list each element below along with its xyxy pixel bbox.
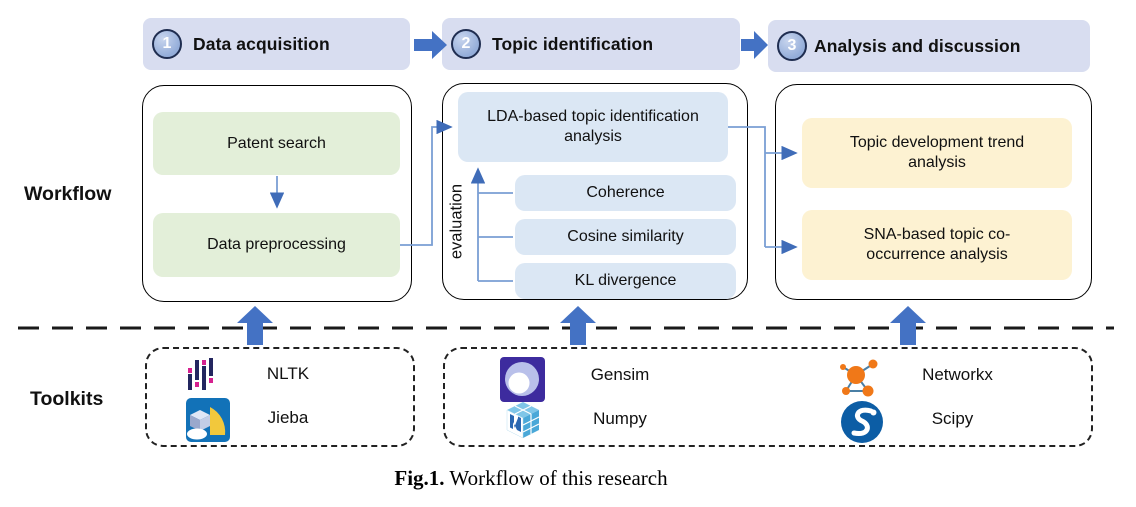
phase-label: Topic identification — [492, 33, 654, 54]
toolkits-row-label: Toolkits — [30, 388, 104, 410]
toolkit-arrow-up-3-icon — [890, 306, 926, 345]
step-cosine-similarity: Cosine similarity — [515, 219, 736, 255]
phase-number: 2 — [461, 35, 471, 52]
figure-caption-tag: Fig.1. — [394, 466, 445, 490]
phase-number: 1 — [162, 35, 172, 52]
step-patent-search: Patent search — [153, 112, 400, 175]
toolkit-arrow-up-1-icon — [237, 306, 273, 345]
step-sna-cooccurrence-analysis: SNA-based topic co-occurrence analysis — [802, 210, 1072, 280]
phase-label: Data acquisition — [193, 33, 330, 54]
gensim-icon — [500, 357, 545, 402]
step-label: KL divergence — [574, 272, 677, 289]
phase-pill-data-acquisition: 1 Data acquisition — [143, 18, 410, 70]
phase-pill-topic-identification: 2 Topic identification — [442, 18, 740, 70]
phase-number-badge: 3 — [777, 31, 807, 61]
jieba-icon — [186, 398, 230, 442]
step-label: SNA-based topic co-occurrence analysis — [863, 226, 1011, 263]
phase-number: 3 — [787, 37, 797, 54]
step-kl-divergence: KL divergence — [515, 263, 736, 299]
figure-caption-text: Workflow of this research — [444, 466, 668, 490]
step-topic-trend-analysis: Topic development trend analysis — [802, 118, 1072, 188]
toolkit-label-scipy: Scipy — [931, 409, 974, 428]
numpy-icon — [506, 402, 540, 439]
step-label: Data preprocessing — [207, 236, 346, 253]
phase-number-badge: 1 — [152, 29, 182, 59]
nltk-icon — [188, 358, 213, 390]
step-label: Patent search — [227, 134, 326, 152]
toolkit-label-numpy: Numpy — [593, 409, 647, 428]
evaluation-axis-label: evaluation — [447, 183, 466, 260]
phase-number-badge: 2 — [451, 29, 481, 59]
toolkit-group-analysis — [443, 347, 1093, 447]
toolkit-arrow-up-2-icon — [560, 306, 596, 345]
step-data-preprocessing: Data preprocessing — [153, 213, 400, 277]
step-label: Topic development trend analysis — [849, 134, 1025, 171]
step-label: LDA-based topic identification analysis — [487, 108, 699, 145]
workflow-row-label: Workflow — [24, 183, 112, 205]
figure-caption: Fig.1. Workflow of this research — [0, 466, 1062, 491]
header-arrow-2-icon — [741, 31, 768, 59]
toolkit-label-nltk: NLTK — [266, 364, 310, 383]
toolkit-label-gensim: Gensim — [590, 365, 650, 384]
scipy-icon — [841, 401, 883, 443]
phase-label: Analysis and discussion — [814, 35, 1021, 56]
toolkit-label-networkx: Networkx — [922, 365, 993, 384]
toolkit-label-jieba: Jieba — [267, 408, 309, 427]
step-coherence: Coherence — [515, 175, 736, 211]
networkx-icon — [840, 359, 878, 397]
phase-pill-analysis-discussion: 3 Analysis and discussion — [768, 20, 1090, 72]
step-label: Coherence — [586, 184, 665, 201]
step-label: Cosine similarity — [567, 228, 684, 245]
step-lda-analysis: LDA-based topic identification analysis — [458, 92, 728, 162]
